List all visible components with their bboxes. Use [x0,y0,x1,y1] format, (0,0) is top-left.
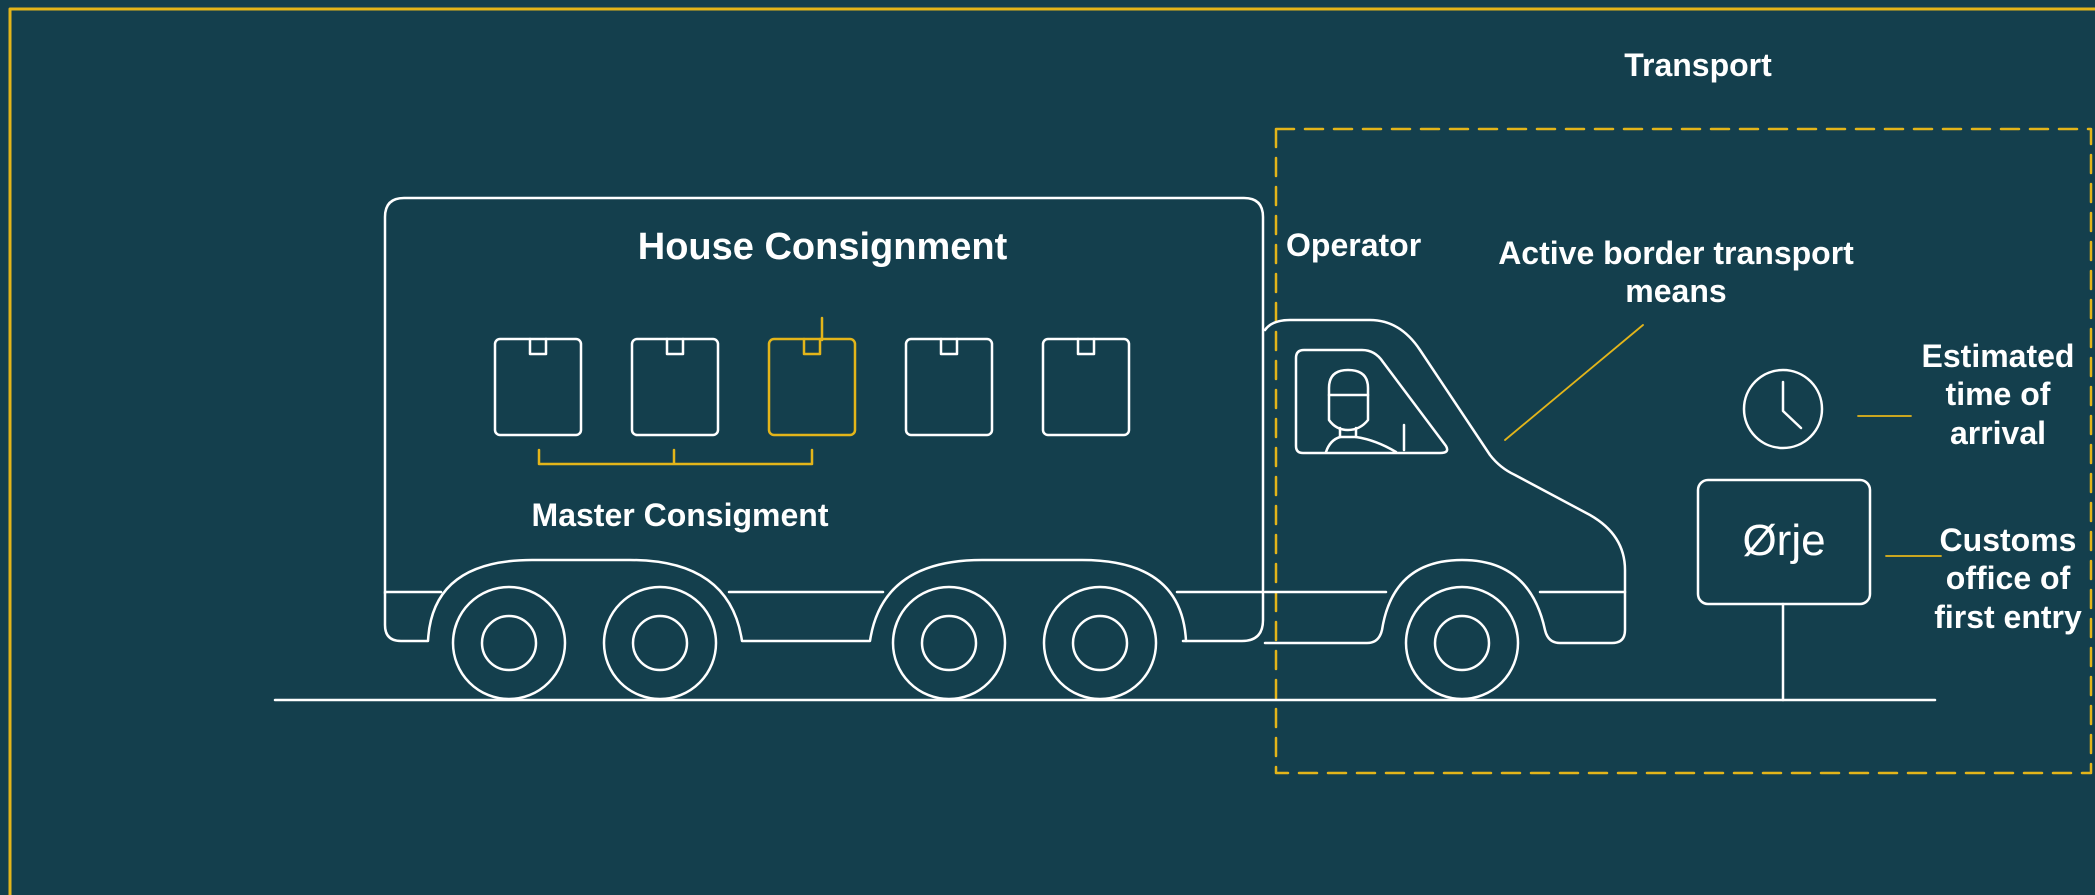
active-border-pointer [1504,324,1644,441]
package-icon [767,337,857,437]
outer-frame [8,7,2095,895]
customs-office-of-first-entry-label: Customs office of first entry [1934,522,2082,635]
packages-group [493,337,1131,437]
trailer-underside [383,558,1188,643]
house-consignment-label: House Consignment [637,226,1008,268]
package-icon [630,337,720,437]
master-consignment-label: Master Consigment [531,497,829,533]
package-icon [493,337,583,437]
clock-icon [1742,368,1824,450]
active-border-transport-means-label: Active border transport means [1498,235,1854,310]
cab-window [1294,348,1449,455]
truck-cab [1263,318,1627,645]
cab-wheel [1404,585,1520,701]
customs-office-sign-text: Ørje [1742,516,1826,565]
transport-label: Transport [1624,47,1772,83]
trailer-body [383,196,1265,643]
transport-region [1274,127,2093,775]
master-consignment-bracket [537,448,814,466]
estimated-time-of-arrival-label: Estimated time of arrival [1921,338,2075,451]
trailer-wheels [451,585,1158,701]
package-icon [904,337,994,437]
package-icon [1041,337,1131,437]
signpost-icon [1696,478,1872,702]
driver-icon [1324,368,1406,454]
operator-label: Operator [1286,227,1422,263]
